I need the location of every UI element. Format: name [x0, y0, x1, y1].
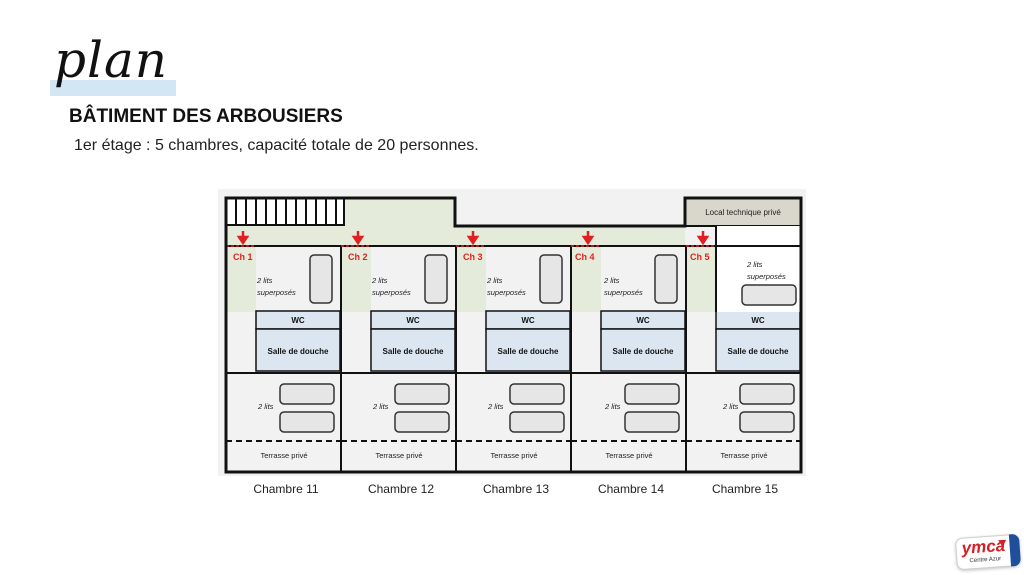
- bunk-label-2: superposés: [747, 272, 786, 281]
- room-tag: Ch 1: [233, 252, 253, 262]
- shower-room: [485, 328, 571, 372]
- bunk-label: 2 lits: [746, 260, 763, 269]
- entry-arrow-icon: [466, 231, 480, 246]
- wc-label: WC: [291, 316, 305, 325]
- bunk-bed: [424, 254, 448, 304]
- room-caption-13: Chambre 13: [482, 482, 550, 496]
- bunk-label-2: superposés: [487, 288, 526, 297]
- bunk-label: 2 lits: [603, 276, 620, 285]
- terrace-label: Terrasse privé: [720, 451, 767, 460]
- room-entrance: [226, 246, 256, 312]
- room-entrance: [686, 246, 716, 312]
- room-5: Ch 5 2 lits superposés WC Salle de douch…: [685, 226, 802, 473]
- outer-walls: [224, 196, 803, 474]
- beds-label: 2 lits: [722, 402, 739, 411]
- beds-label: 2 lits: [257, 402, 274, 411]
- bunk-bed: [309, 254, 333, 304]
- bunk-label-2: superposés: [372, 288, 411, 297]
- room-3: Ch 3 2 lits superposés WC Salle de douch…: [455, 231, 572, 473]
- building-title: BÂTIMENT DES ARBOUSIERS: [69, 106, 343, 127]
- room-tag: Ch 5: [690, 252, 710, 262]
- room-caption-14: Chambre 14: [597, 482, 665, 496]
- room-tag: Ch 4: [575, 252, 595, 262]
- terrace-label: Terrasse privé: [605, 451, 652, 460]
- room-entrance: [571, 246, 601, 312]
- bunk-label: 2 lits: [486, 276, 503, 285]
- terrace-label: Terrasse privé: [375, 451, 422, 460]
- shower-room: [715, 328, 801, 372]
- entry-arrow-icon: [696, 231, 710, 246]
- single-bed-b: [394, 411, 450, 433]
- shower-label: Salle de douche: [613, 347, 674, 356]
- technical-room-label: Local technique privé: [705, 208, 781, 217]
- shower-label: Salle de douche: [383, 347, 444, 356]
- single-bed-b: [624, 411, 680, 433]
- room-4: Ch 4 2 lits superposés WC Salle de douch…: [570, 231, 687, 473]
- beds-label: 2 lits: [487, 402, 504, 411]
- shower-room: [600, 328, 686, 372]
- room-entrance: [341, 246, 371, 312]
- script-title: plan: [54, 31, 169, 89]
- bunk-bed: [741, 284, 797, 306]
- bunk-bed: [539, 254, 563, 304]
- room-2: Ch 2 2 lits superposés WC Salle de douch…: [340, 231, 457, 473]
- bunk-label-2: superposés: [257, 288, 296, 297]
- room-1: Ch 1 2 lits superposés WC Salle de douch…: [225, 231, 342, 473]
- title-highlight: [50, 80, 176, 96]
- wc-label: WC: [521, 316, 535, 325]
- room-caption-12: Chambre 12: [367, 482, 435, 496]
- wc-label: WC: [406, 316, 420, 325]
- single-bed-a: [279, 383, 335, 405]
- room-tag: Ch 3: [463, 252, 483, 262]
- single-bed-b: [509, 411, 565, 433]
- terrace-label: Terrasse privé: [490, 451, 537, 460]
- single-bed-a: [509, 383, 565, 405]
- floor-plan-drawing: Local technique privé Ch 1 2 lits superp…: [218, 189, 806, 476]
- single-bed-a: [739, 383, 795, 405]
- bunk-bed: [654, 254, 678, 304]
- room-entrance: [456, 246, 486, 312]
- shower-label: Salle de douche: [268, 347, 329, 356]
- logo-side-band: [1008, 533, 1022, 567]
- entry-arrow-icon: [351, 231, 365, 246]
- room-caption-11: Chambre 11: [253, 482, 319, 496]
- bunk-label-2: superposés: [604, 288, 643, 297]
- bunk-label: 2 lits: [256, 276, 273, 285]
- room-caption-15: Chambre 15: [711, 482, 779, 496]
- floor-description: 1er étage : 5 chambres, capacité totale …: [74, 137, 479, 154]
- ymca-logo: ymca Centre Azur: [954, 533, 1022, 571]
- wc-label: WC: [636, 316, 650, 325]
- shower-label: Salle de douche: [498, 347, 559, 356]
- single-bed-a: [394, 383, 450, 405]
- single-bed-b: [739, 411, 795, 433]
- entry-arrow-icon: [236, 231, 250, 246]
- single-bed-b: [279, 411, 335, 433]
- floor-plan: Local technique privé Ch 1 2 lits superp…: [218, 189, 806, 476]
- single-bed-a: [624, 383, 680, 405]
- room-tag: Ch 2: [348, 252, 368, 262]
- shower-label: Salle de douche: [728, 347, 789, 356]
- wc-label: WC: [751, 316, 765, 325]
- entry-arrow-icon: [581, 231, 595, 246]
- logo-triangle-icon: [998, 539, 1007, 548]
- beds-label: 2 lits: [372, 402, 389, 411]
- bunk-label: 2 lits: [371, 276, 388, 285]
- terrace-label: Terrasse privé: [260, 451, 307, 460]
- beds-label: 2 lits: [604, 402, 621, 411]
- staircase: [225, 197, 345, 226]
